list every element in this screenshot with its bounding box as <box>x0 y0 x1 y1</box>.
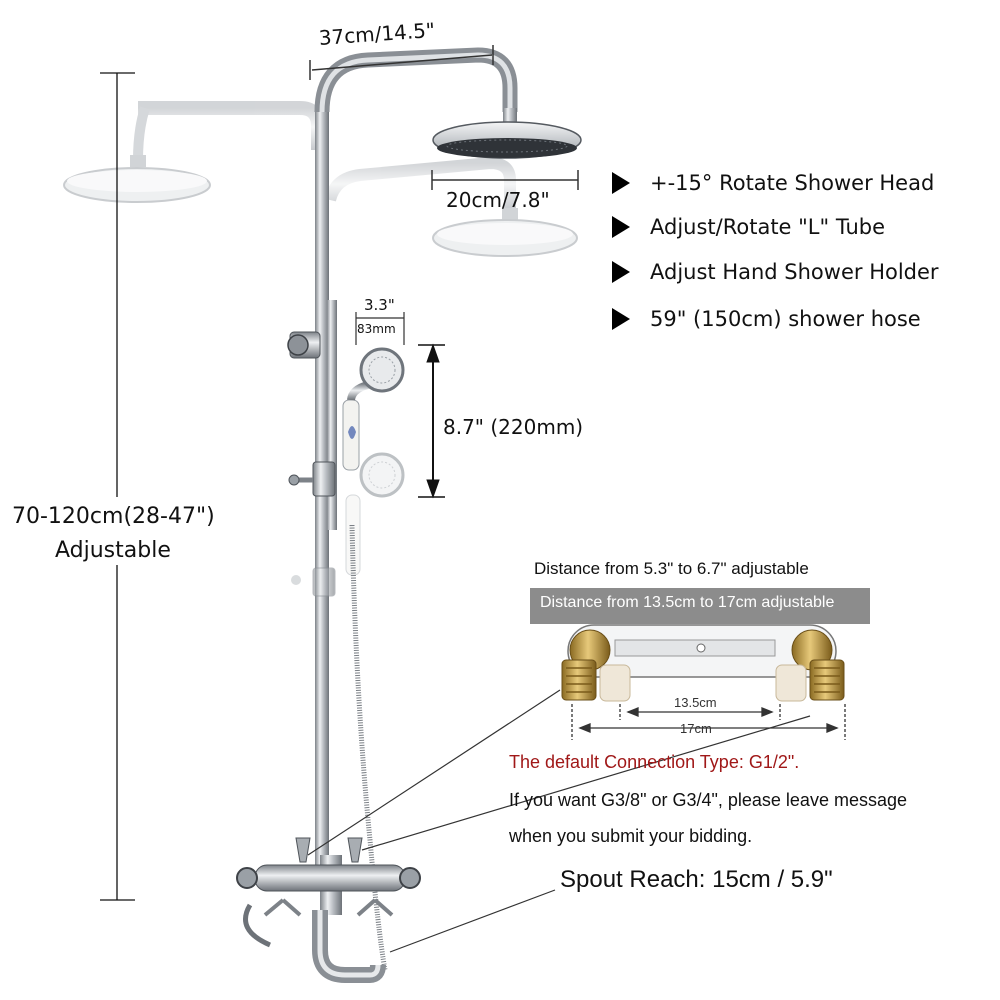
connector-measure-lines <box>571 704 846 740</box>
wall-bracket <box>287 331 321 359</box>
bullet-triangle-icon <box>612 261 630 283</box>
feature-label: +-15° Rotate Shower Head <box>650 171 935 195</box>
spout-reach-label: Spout Reach: 15cm / 5.9" <box>560 866 833 893</box>
hand-shower-height-label: 8.7" (220mm) <box>443 415 584 439</box>
feature-item-hose: 59" (150cm) shower hose <box>612 302 921 336</box>
message-note-line-2: when you submit your bidding. <box>509 826 753 846</box>
shower-hose <box>349 524 388 971</box>
connector-distance-cm: Distance from 13.5cm to 17cm adjustable <box>540 594 835 611</box>
main-riser <box>314 47 518 880</box>
connector-max-label: 17cm <box>680 721 712 736</box>
ghost-shower-arm <box>63 101 325 203</box>
connector-diagram <box>530 588 870 702</box>
ghost-hand-shower <box>345 452 405 576</box>
height-range-line <box>100 72 135 901</box>
hand-shower-diameter-inch-label: 3.3" <box>364 296 395 314</box>
slide-bar <box>327 300 337 530</box>
hand-shower-width-line <box>355 312 405 345</box>
default-connection-note: The default Connection Type: G1/2". <box>509 752 800 772</box>
head-diameter-label: 20cm/7.8" <box>446 188 550 212</box>
connector-distance-inch: Distance from 5.3" to 6.7" adjustable <box>534 559 809 578</box>
bullet-triangle-icon <box>612 216 630 238</box>
rain-shower-head <box>432 121 582 159</box>
feature-label: Adjust Hand Shower Holder <box>650 260 939 284</box>
bullet-triangle-icon <box>612 308 630 330</box>
height-range-note: Adjustable <box>55 538 171 563</box>
feature-label: Adjust/Rotate "L" Tube <box>650 215 886 239</box>
hand-shower-height-arrow <box>418 343 445 499</box>
top-width-dimension-line <box>309 45 494 80</box>
bullet-triangle-icon <box>612 172 630 194</box>
mixer-valve <box>236 837 421 983</box>
feature-item-l-tube: Adjust/Rotate "L" Tube <box>612 210 885 244</box>
callout-leader-lines <box>307 689 811 953</box>
hand-shower <box>342 347 405 471</box>
message-note-line-1: If you want G3/8" or G3/4", please leave… <box>509 790 907 810</box>
feature-label: 59" (150cm) shower hose <box>650 307 921 331</box>
hand-shower-diameter-mm-label: 83mm <box>357 322 396 336</box>
connector-min-label: 13.5cm <box>674 695 717 710</box>
ghost-lower-arm <box>324 156 578 257</box>
feature-item-rotate-head: +-15° Rotate Shower Head <box>612 166 934 200</box>
head-diameter-dimension-line <box>431 170 579 190</box>
feature-item-holder: Adjust Hand Shower Holder <box>612 255 939 289</box>
holder-knobs <box>288 461 336 597</box>
height-range-label: 70-120cm(28-47") <box>12 504 215 529</box>
